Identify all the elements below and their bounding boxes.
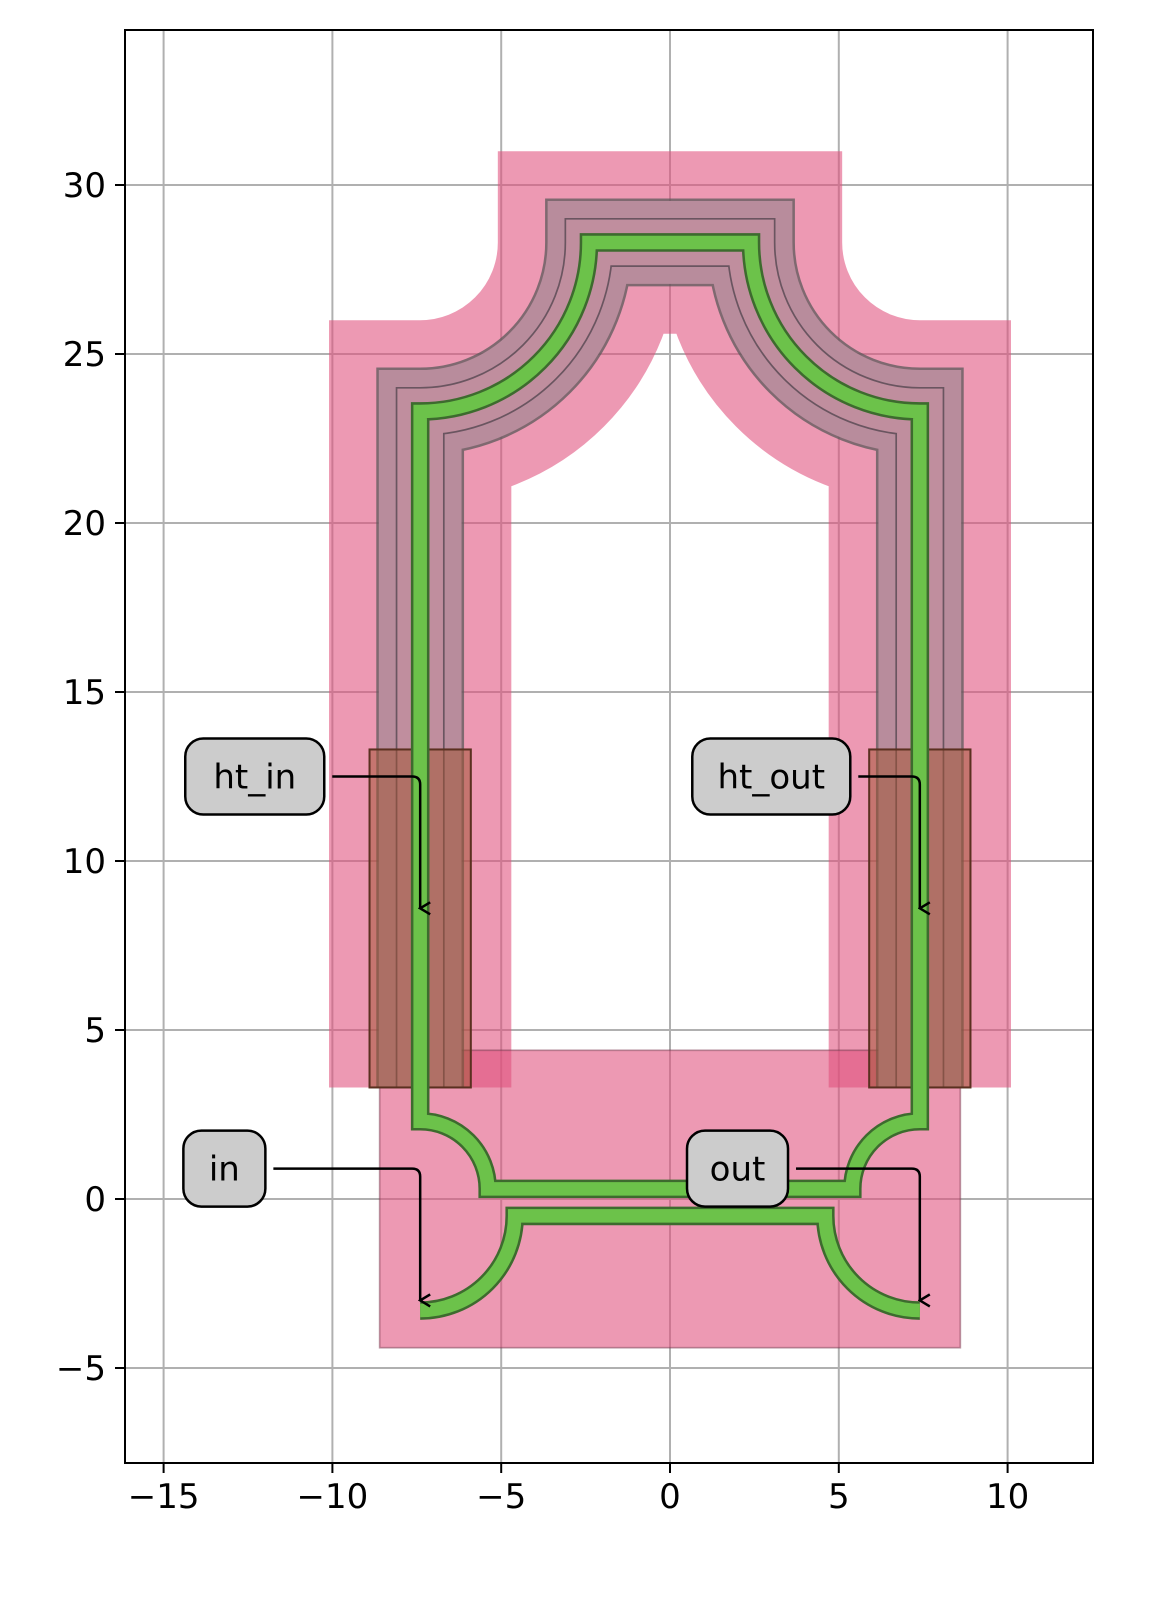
port-label-text: ht_out xyxy=(717,758,825,798)
y-tick-label: −5 xyxy=(56,1349,106,1389)
bus-waveguide xyxy=(420,1209,920,1318)
x-tick-label: −15 xyxy=(128,1477,200,1517)
y-tick-label: 25 xyxy=(63,335,106,375)
port-arrow xyxy=(858,775,920,909)
port-arrow xyxy=(332,775,420,909)
label-box xyxy=(691,737,852,816)
label-box xyxy=(685,1129,790,1208)
label-box xyxy=(182,1129,267,1208)
y-tick-label: 0 xyxy=(84,1180,106,1220)
port-label-ht-in: ht_in xyxy=(184,737,420,909)
y-tick-label: 15 xyxy=(63,673,106,713)
x-tick-label: 5 xyxy=(828,1477,850,1517)
x-tick-label: 0 xyxy=(659,1477,681,1517)
y-tick-label: 30 xyxy=(63,166,106,206)
port-label-ht-out: ht_out xyxy=(691,737,920,909)
y-tick-label: 5 xyxy=(84,1011,106,1051)
port-label-out: out xyxy=(685,1129,920,1301)
y-tick-label: 20 xyxy=(63,504,106,544)
port-arrow xyxy=(273,1167,420,1301)
ticks: −15 −10 −5 0 5 10 −5 0 5 10 15 20 25 30 xyxy=(56,166,1029,1517)
port-arrow xyxy=(796,1167,920,1301)
label-box xyxy=(184,737,326,816)
y-tick-label: 10 xyxy=(63,842,106,882)
x-tick-label: −5 xyxy=(476,1477,526,1517)
axes-frame xyxy=(124,29,1094,1464)
port-label-in: in xyxy=(182,1129,420,1301)
port-label-text: out xyxy=(710,1150,766,1190)
port-label-text: in xyxy=(209,1150,240,1190)
port-label-text: ht_in xyxy=(213,758,296,798)
x-tick-label: 10 xyxy=(986,1477,1029,1517)
x-tick-label: −10 xyxy=(297,1477,369,1517)
ring-waveguide xyxy=(413,235,927,1196)
